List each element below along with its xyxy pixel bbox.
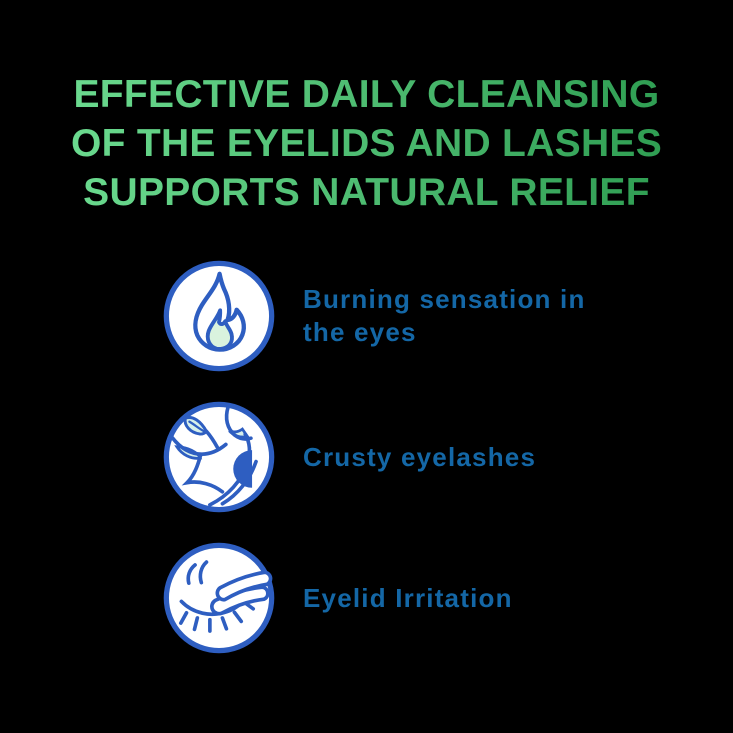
symptom-label: Eyelid Irritation [303,582,513,613]
symptom-list: Burning sensation in the eyes [162,259,588,655]
symptom-label: Burning sensation in the eyes [303,284,586,347]
eyelid-irritation-icon [163,542,275,654]
crusty-eyelashes-icon [163,401,275,513]
headline-line-1: EFFECTIVE DAILY CLEANSING [73,73,660,116]
symptom-label: Crusty eyelashes [303,441,537,472]
headline-line-3: SUPPORTS NATURAL RELIEF [83,171,650,214]
headline-line-2: OF THE EYELIDS AND LASHES [70,122,663,165]
symptom-row-burning: Burning sensation in the eyes [162,259,588,373]
symptom-row-irritation: Eyelid Irritation [162,541,588,655]
flame-icon [163,260,275,372]
page-title: EFFECTIVE DAILY CLEANSING OF THE EYELIDS… [36,70,697,217]
symptom-row-crusty: Crusty eyelashes [162,400,588,514]
